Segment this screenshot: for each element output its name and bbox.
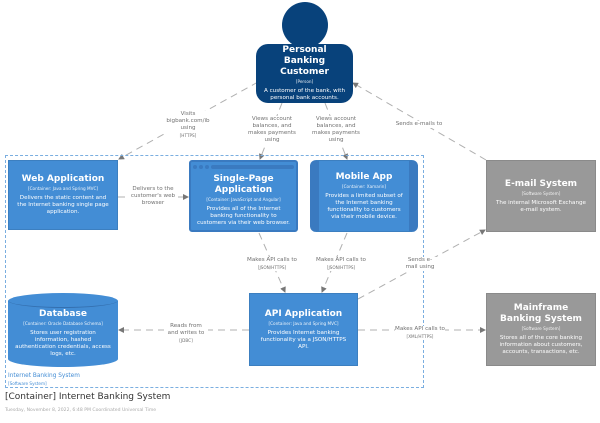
- edge-label: Reads from and writes to[JDBC]: [164, 323, 208, 344]
- edge-label: Views account balances, and makes paymen…: [248, 116, 296, 144]
- boundary-label: Internet Banking System [Software System…: [8, 373, 80, 386]
- person-personal-banking-customer[interactable]: Personal Banking Customer [Person] A cus…: [256, 44, 353, 103]
- edge-label: Makes API calls to[XML/HTTPS]: [395, 326, 445, 340]
- edge-person-web: [118, 81, 259, 160]
- edge-label: Makes API calls to[JSON/HTTPS]: [316, 257, 366, 271]
- edge-label: Delivers to the customer's web browser: [129, 186, 177, 207]
- container-api-application[interactable]: API Application [Container: Java and Spr…: [249, 293, 358, 366]
- system-boundary: [5, 155, 424, 388]
- diagram-timestamp: Tuesday, November 8, 2022, 6:48 PM Coord…: [5, 408, 157, 413]
- person-head: [282, 2, 328, 48]
- edge-label: Sends e-mail using: [402, 257, 438, 271]
- edge-spa-api: [258, 232, 286, 293]
- diagram-title: [Container] Internet Banking System: [5, 392, 171, 402]
- container-mobile-app[interactable]: Mobile App [Container: Xamarin] Provides…: [310, 160, 418, 232]
- edge-label: Makes API calls to[JSON/HTTPS]: [247, 257, 297, 271]
- edge-label: Sends e-mails to: [395, 121, 443, 128]
- container-database[interactable]: Database [Container: Oracle Database Sch…: [8, 293, 118, 367]
- edge-label: Visits bigbank.com/ib using[HTTPS]: [165, 111, 211, 139]
- browser-bar-icon: [193, 164, 294, 169]
- edge-mobile-api: [321, 232, 348, 293]
- system-mainframe-banking[interactable]: Mainframe Banking System [Software Syste…: [486, 293, 596, 366]
- edge-label: Views account balances, and makes paymen…: [312, 116, 360, 144]
- cylinder-top: [8, 293, 118, 308]
- container-single-page-application[interactable]: Single-Page Application [Container: Java…: [189, 160, 298, 232]
- container-web-application[interactable]: Web Application [Container: Java and Spr…: [8, 160, 118, 230]
- system-email[interactable]: E-mail System [Software System] The inte…: [486, 160, 596, 232]
